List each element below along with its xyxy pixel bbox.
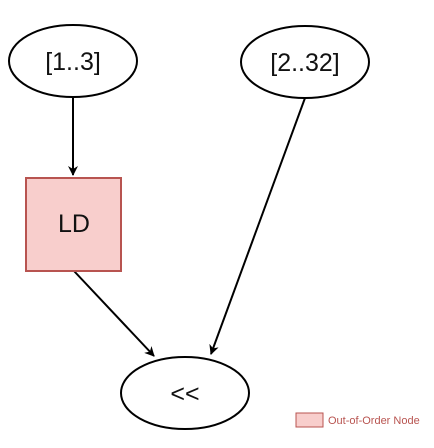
node-range-2-32-label: [2..32] — [270, 49, 340, 77]
node-range-1-3-label: [1..3] — [45, 48, 101, 76]
node-range-1-3[interactable]: [1..3] — [8, 24, 138, 98]
node-range-1-3-shape — [8, 24, 138, 98]
node-shift-shape — [120, 356, 250, 430]
legend: Out-of-Order Node — [295, 412, 420, 428]
legend-swatch — [295, 412, 324, 428]
node-range-2-32-shape — [240, 25, 370, 99]
node-ld-shape — [25, 177, 122, 272]
node-shift-label: << — [170, 380, 199, 408]
node-ld[interactable]: LD — [25, 177, 122, 272]
edge-ld-to-shift — [73, 270, 155, 357]
edge-range-2-32-to-shift — [209, 97, 306, 355]
node-shift[interactable]: << — [120, 356, 250, 430]
node-range-2-32[interactable]: [2..32] — [240, 25, 370, 99]
legend-label: Out-of-Order Node — [328, 415, 420, 427]
node-ld-label: LD — [58, 210, 90, 238]
